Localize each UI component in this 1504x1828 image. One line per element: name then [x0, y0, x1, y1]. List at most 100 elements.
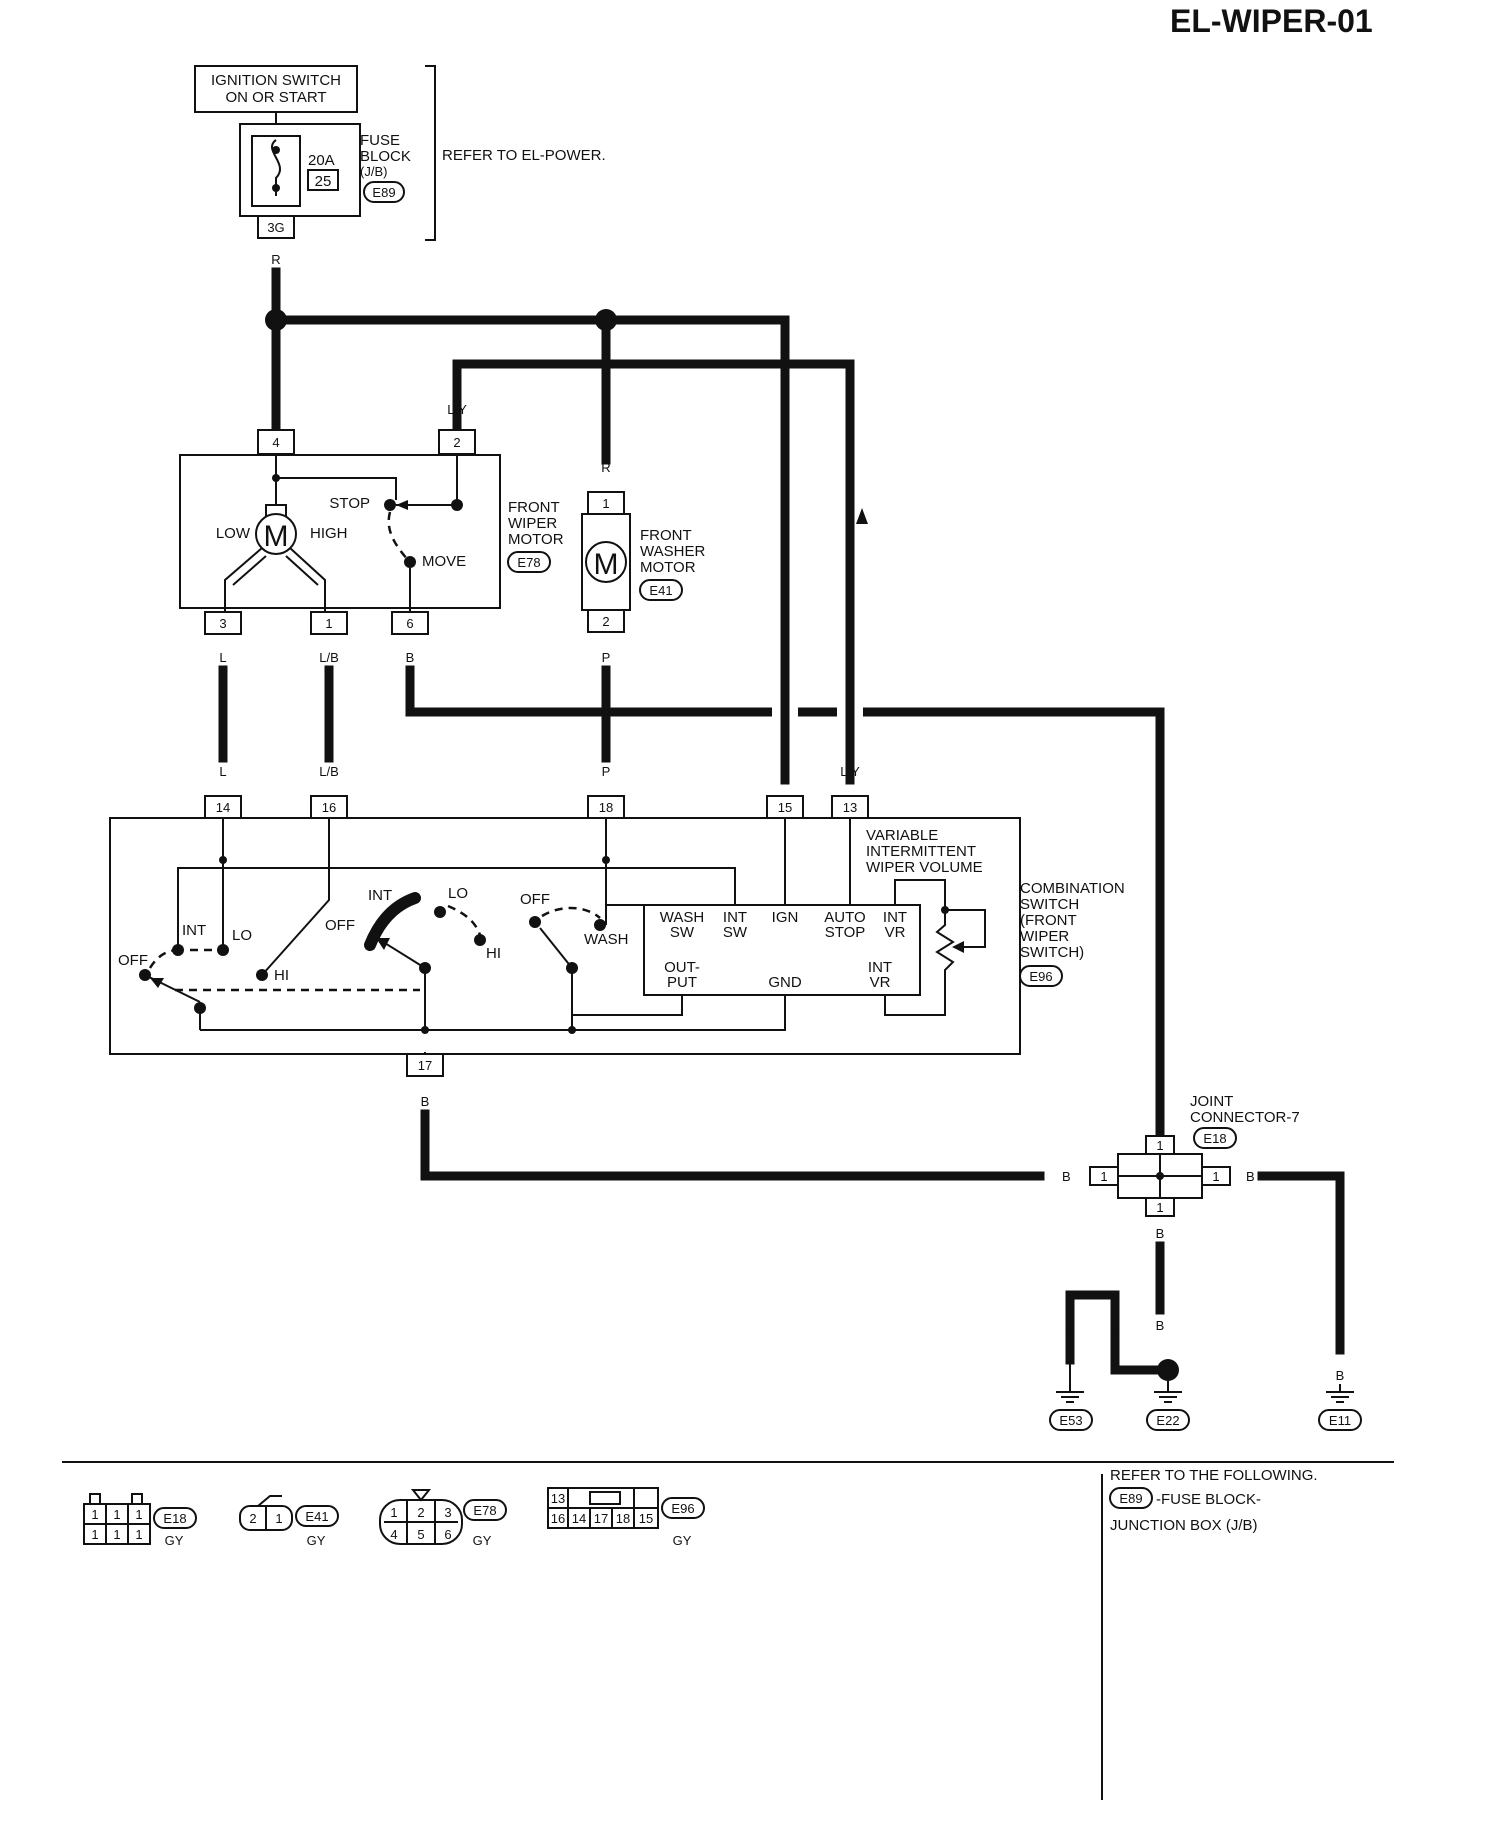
fuse-code-badge [363, 181, 405, 203]
terminal-3g [257, 215, 295, 239]
svg-text:WASH: WASH [660, 909, 704, 926]
svg-text:16: 16 [551, 1511, 565, 1526]
svg-text:HIGH: HIGH [310, 525, 348, 542]
svg-text:2: 2 [249, 1511, 256, 1526]
svg-text:15: 15 [778, 800, 792, 815]
connector-view-e96: 13 16 14 17 18 15 E96 GY [547, 1487, 705, 1548]
svg-text:IGN: IGN [772, 909, 799, 926]
connector-view-e18: 1 1 1 1 1 1 E18 GY [83, 1493, 197, 1548]
svg-text:1: 1 [1100, 1169, 1107, 1184]
wire-b-e53-loop [1065, 1290, 1120, 1365]
svg-text:B: B [1062, 1169, 1071, 1184]
washer-motor-icon [585, 541, 627, 583]
variable-resistor-icon [884, 910, 955, 1016]
ground-e53 [1049, 1409, 1093, 1431]
svg-text:GY: GY [165, 1533, 184, 1548]
motor-icon [255, 513, 297, 555]
svg-text:P: P [602, 764, 611, 779]
svg-text:6: 6 [444, 1527, 451, 1542]
svg-text:E22: E22 [1156, 1413, 1179, 1428]
washer-pin-2 [587, 609, 625, 633]
wire-b-to-e11 [1257, 1171, 1345, 1355]
ground-icon [1326, 1384, 1354, 1403]
svg-text:FRONT: FRONT [508, 499, 560, 516]
ground-e22 [1146, 1409, 1190, 1431]
wiper-pin-1 [310, 611, 348, 635]
wiper-pin-6 [391, 611, 429, 635]
svg-text:18: 18 [599, 800, 613, 815]
ignition-switch-box [194, 65, 358, 113]
svg-text:L: L [219, 650, 226, 665]
svg-text:INT: INT [723, 909, 747, 926]
fuse-code: E89 [372, 185, 395, 200]
svg-text:FRONT: FRONT [640, 527, 692, 544]
svg-text:B: B [421, 1094, 430, 1109]
svg-text:GY: GY [473, 1533, 492, 1548]
switch-pin-17 [406, 1053, 444, 1077]
svg-text:E41: E41 [649, 583, 672, 598]
svg-text:L/B: L/B [319, 764, 339, 779]
svg-text:3: 3 [444, 1505, 451, 1520]
svg-text:1: 1 [325, 616, 332, 631]
svg-text:1: 1 [275, 1511, 282, 1526]
svg-text:B: B [1111, 1324, 1120, 1339]
svg-text:5: 5 [417, 1527, 424, 1542]
svg-text:B: B [1336, 1368, 1345, 1383]
svg-text:AUTO: AUTO [824, 909, 865, 926]
fuse-icon [270, 139, 282, 196]
svg-text:SWITCH): SWITCH) [1020, 944, 1084, 961]
svg-text:E53: E53 [1059, 1413, 1082, 1428]
svg-text:INT: INT [368, 887, 392, 904]
svg-text:INT: INT [883, 909, 907, 926]
svg-text:B: B [1156, 1318, 1165, 1333]
svg-text:M: M [264, 520, 289, 553]
fuse-holder [251, 135, 301, 207]
wire-color-r-washer: R [601, 460, 610, 475]
svg-text:2: 2 [417, 1505, 424, 1520]
fuse-label-3: (J/B) [360, 164, 387, 179]
svg-text:1: 1 [113, 1507, 120, 1522]
refer-heading: REFER TO THE FOLLOWING. [1110, 1467, 1318, 1484]
svg-text:WASH: WASH [584, 931, 628, 948]
wire-b-switch-ground [420, 1109, 1045, 1181]
wiper-amplifier-module [643, 904, 921, 996]
svg-text:HI: HI [486, 945, 501, 962]
ground-icon [1154, 1380, 1182, 1403]
wire-color-r-top: R [271, 252, 280, 267]
svg-text:E96: E96 [671, 1501, 694, 1516]
svg-text:1: 1 [113, 1527, 120, 1542]
svg-text:2: 2 [602, 614, 609, 629]
refer-line2: JUNCTION BOX (J/B) [1110, 1517, 1258, 1534]
fuse-label-1: FUSE [360, 132, 400, 149]
svg-text:15: 15 [639, 1511, 653, 1526]
svg-text:1: 1 [91, 1527, 98, 1542]
svg-text:14: 14 [572, 1511, 586, 1526]
svg-text:STOP: STOP [329, 495, 370, 512]
svg-text:GY: GY [307, 1533, 326, 1548]
svg-text:1: 1 [390, 1505, 397, 1520]
svg-text:14: 14 [216, 800, 230, 815]
svg-text:OFF: OFF [520, 891, 550, 908]
svg-text:1: 1 [135, 1527, 142, 1542]
fuse-label-2: BLOCK [360, 148, 411, 165]
svg-text:E78: E78 [473, 1503, 496, 1518]
svg-text:13: 13 [551, 1491, 565, 1506]
page-title: EL-WIPER-01 [1170, 3, 1373, 39]
svg-text:(FRONT: (FRONT [1020, 912, 1077, 929]
svg-text:1: 1 [135, 1507, 142, 1522]
svg-text:SWITCH: SWITCH [1020, 896, 1079, 913]
svg-text:WIPER VOLUME: WIPER VOLUME [866, 859, 983, 876]
svg-text:2: 2 [453, 435, 460, 450]
wire-color-r-motor: R [271, 402, 280, 417]
svg-text:JOINT: JOINT [1190, 1093, 1233, 1110]
svg-text:GND: GND [768, 974, 802, 991]
front-wiper-motor [179, 454, 501, 609]
wiper-pin-3 [204, 611, 242, 635]
svg-text:E78: E78 [517, 555, 540, 570]
ground-icon [1056, 1364, 1084, 1403]
fuse-amp: 20A [308, 152, 335, 169]
fuse-number: 25 [315, 173, 332, 190]
svg-text:17: 17 [418, 1058, 432, 1073]
connector-view-e78: 1 2 3 4 5 6 E78 GY [379, 1489, 507, 1548]
